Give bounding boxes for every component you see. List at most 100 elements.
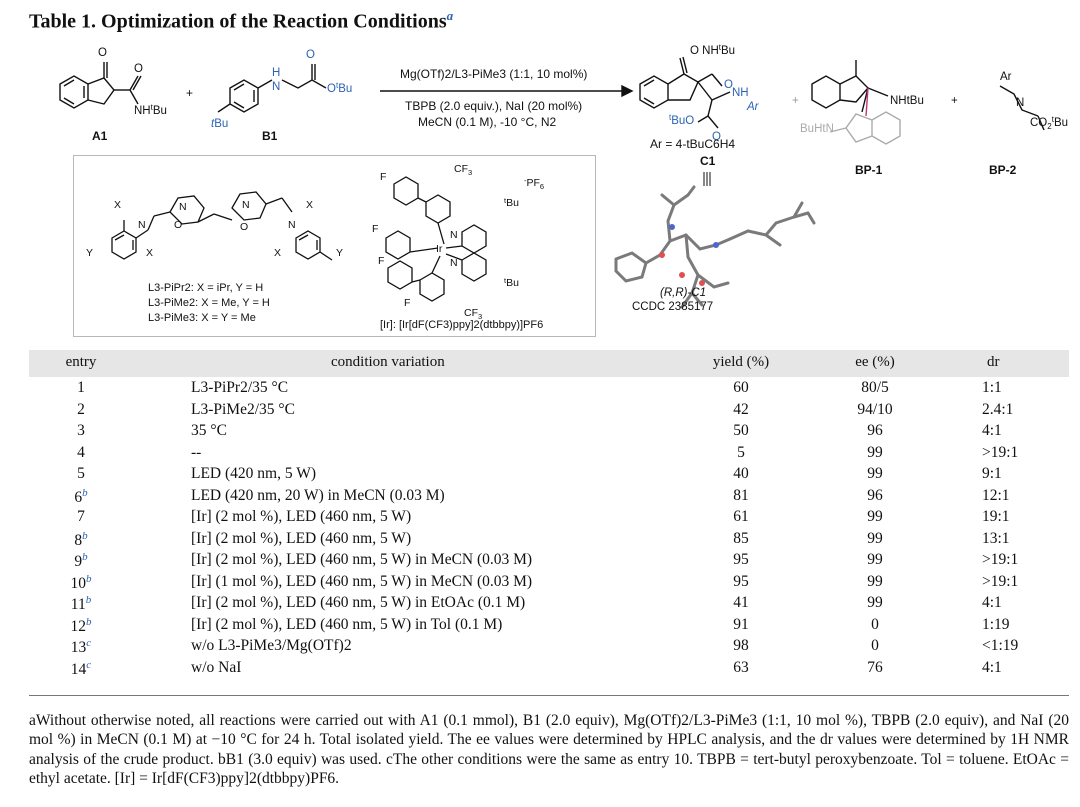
ee-cell: 96 [867,422,883,439]
ligand-x-right: X [306,199,313,211]
header-dr: dr [987,354,1000,370]
header-ee: ee (%) [855,354,895,370]
dr-cell: 4:1 [982,658,1002,676]
ligand-nh-right: N [288,219,296,231]
entry-cell: 14c [29,659,133,679]
arrow-top-conditions: Mg(OTf)2/L3-PiMe3 (1:1, 10 mol%) [400,67,587,81]
ee-cell: 99 [867,572,883,590]
bp1-nhtbu-label: NHtBu [890,95,924,107]
condition-cell: [Ir] (2 mol %), LED (460 nm, 5 W) in EtO… [191,594,526,611]
table-row: 12b[Ir] (2 mol %), LED (460 nm, 5 W) in … [29,614,1069,636]
ee-cell: 0 [871,615,879,633]
yield-cell: 50 [733,422,749,439]
ccdc-number: CCDC 2385177 [632,301,714,313]
entry-cell: 5 [29,465,133,483]
c1-nhtbu-label: O NHtBu [690,43,735,57]
label-b1: B1 [262,129,278,143]
condition-cell: [Ir] (2 mol %), LED (460 nm, 5 W) [191,508,412,525]
entry-number: 1 [77,379,85,396]
condition-cell: [Ir] (2 mol %), LED (460 nm, 5 W) in MeC… [191,551,533,568]
condition-cell: [Ir] (1 mol %), LED (460 nm, 5 W) in MeC… [191,572,533,590]
a1-nhtbu-label: NHtBu [134,103,167,117]
bp2-n-atom: N [1016,97,1024,109]
dr-cell: 12:1 [982,486,1010,504]
ee-cell: 99 [867,443,883,461]
condition-cell: LED (420 nm, 5 W) [191,465,316,482]
header-condition: condition variation [331,354,445,370]
ee-cell: 94/10 [857,400,893,418]
ir-f-mid: F [372,223,378,235]
table-bottom-rule [29,695,1069,696]
ligand-x-left: X [114,199,121,211]
a1-o-atom: O [98,47,107,59]
ir-tbu-bottom: tBu [504,276,519,289]
condition-cell: [Ir] (2 mol %), LED (460 nm, 5 W) in Tol… [191,615,503,633]
entry-cell: 10b [29,573,133,593]
bp2-co2tbu-label: CO2tBu [1030,115,1068,131]
dr-cell: 19:1 [982,508,1010,525]
ligand-nh-left: N [138,219,146,231]
bp2-ar-label: Ar [1000,71,1012,83]
title-footnote-mark: a [446,8,454,23]
yield-cell: 91 [733,615,749,633]
condition-cell: L3-PiPr2/35 °C [191,379,289,396]
entry-cell: 13c [29,637,133,657]
ligand-o-right: O [240,221,248,233]
entry-cell: 2 [29,401,133,419]
ir-cf3-top: CF3 [454,163,472,177]
ir-f-top: F [380,171,386,183]
entry-footnote-mark: c [86,637,92,649]
ir-n-2: N [450,257,458,269]
condition-cell: 35 °C [191,422,227,439]
entry-number: 5 [77,465,85,482]
table-row: 11b[Ir] (2 mol %), LED (460 nm, 5 W) in … [29,592,1069,614]
condition-cell: w/o NaI [191,658,242,676]
entry-number: 7 [77,508,85,525]
ir-f-low: F [378,255,384,267]
header-entry: entry [65,354,97,370]
ir-n-1: N [450,229,458,241]
entry-cell: 4 [29,444,133,462]
ee-cell: 80/5 [861,379,889,396]
dr-cell: 1:19 [982,615,1010,633]
entry-footnote-mark: b [86,572,92,585]
entry-number: 8 [74,531,83,549]
catalyst-ligand-box: X N Y X N O N O N X X Y F CF3 -PF6 tBu F… [73,155,596,337]
entry-footnote-mark: b [82,486,88,499]
yield-cell: 61 [733,508,749,525]
yield-cell: 95 [733,551,749,568]
dr-cell: 9:1 [982,465,1002,482]
ir-catalyst-def: [Ir]: [Ir[dF(CF3)ppy]2(dtbbpy)]PF6 [380,319,543,331]
ee-cell: 99 [867,594,883,611]
dr-cell: >19:1 [982,551,1019,568]
optimization-table: entry condition variation yield (%) ee (… [29,350,1069,678]
yield-cell: 63 [733,658,749,676]
yield-cell: 60 [733,379,749,396]
condition-cell: -- [191,443,202,461]
entry-cell: 7 [29,508,133,526]
catalyst-structures: X N Y X N O N O N X X Y F CF3 -PF6 tBu F… [86,163,544,331]
table-title-text: Table 1. Optimization of the Reaction Co… [29,10,447,33]
ligand-n-plus-right: N [242,199,250,211]
entry-number: 14 [70,660,87,678]
entry-number: 9 [74,553,83,571]
ee-cell: 0 [871,637,879,654]
dr-cell: <1:19 [982,637,1019,654]
entry-number: 2 [77,400,85,418]
ir-cf3-bottom: CF3 [464,307,482,321]
entry-footnote-mark: b [82,529,88,542]
dr-cell: 4:1 [982,422,1002,439]
b1-nh-label: H [272,67,280,79]
ligand-y-right: Y [336,247,343,259]
plus-sign: + [186,86,193,100]
plus-sign-bp2: + [951,95,958,107]
xtal-label: (R,R)-C1 [660,287,706,299]
ligand-x-right2: X [274,247,281,259]
ligand-o-left: O [174,219,182,231]
b1-n-atom: N [272,81,280,93]
